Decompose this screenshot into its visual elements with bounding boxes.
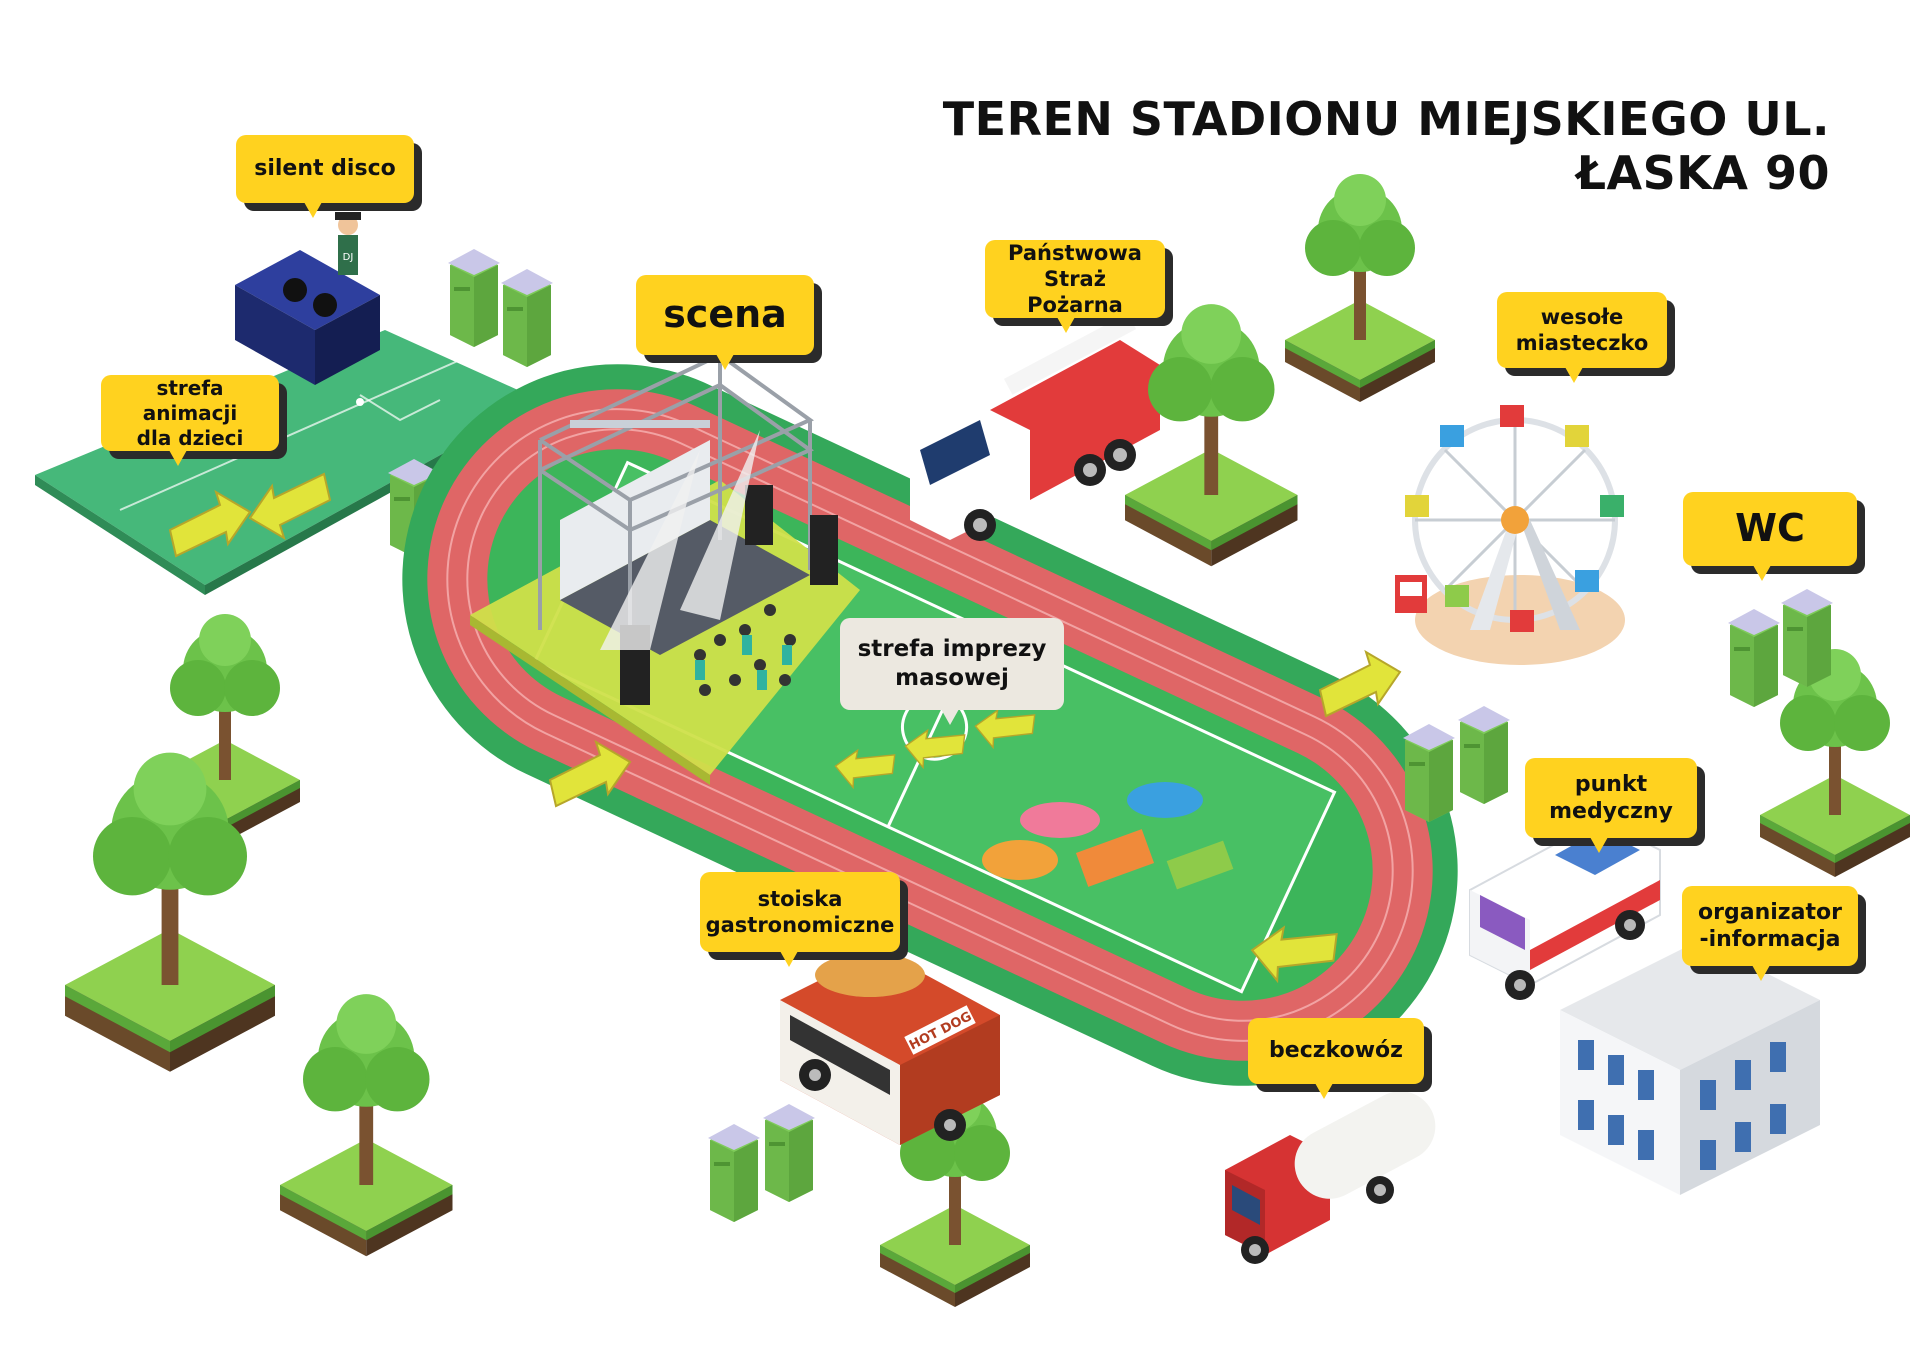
label-wc-text: WC — [1735, 506, 1805, 551]
portable-toilet-icon — [708, 1124, 760, 1222]
label-strefa-animacji-text: strefa animacji dla dzieci — [136, 375, 244, 450]
label-scena[interactable]: scena — [636, 275, 814, 370]
label-silent-disco-text: silent disco — [254, 156, 396, 182]
portable-toilet-icon — [1458, 706, 1510, 804]
tree-icon — [1760, 649, 1910, 877]
dj-badge: DJ — [343, 252, 354, 263]
tree-icon — [1125, 304, 1298, 567]
fire-truck-icon — [910, 313, 1160, 541]
label-straz-pozarna-text: Państwowa Straż Pożarna — [1008, 240, 1142, 318]
label-straz-pozarna[interactable]: Państwowa Straż Pożarna — [985, 240, 1165, 333]
ambulance-icon — [1469, 818, 1661, 1000]
portable-toilet-icon — [501, 269, 553, 367]
label-scena-text: scena — [663, 292, 787, 337]
label-wc[interactable]: WC — [1683, 492, 1857, 581]
label-punkt-medyczny-text: punkt medyczny — [1549, 771, 1673, 825]
label-wesole-miasteczko[interactable]: wesołe miasteczko — [1497, 292, 1667, 383]
ferris-wheel-icon — [1395, 405, 1625, 665]
relax-zone — [982, 782, 1234, 890]
label-strefa-imprezy[interactable]: strefa imprezy masowej — [840, 618, 1064, 725]
portable-toilet-icon — [1403, 724, 1455, 822]
building-icon — [1560, 940, 1820, 1195]
tree-icon — [280, 994, 453, 1257]
label-stoiska-gastronomiczne-text: stoiska gastronomiczne — [705, 886, 895, 937]
label-organizator[interactable]: organizator -informacja — [1682, 886, 1858, 981]
food-truck-icon: HOT DOG — [780, 950, 1000, 1145]
water-tanker-icon — [1225, 1091, 1436, 1264]
stage-icon — [538, 352, 838, 705]
tree-icon — [1285, 174, 1435, 402]
label-wesole-miasteczko-text: wesołe miasteczko — [1515, 304, 1649, 355]
label-beczkowoz[interactable]: beczkowóz — [1248, 1018, 1424, 1099]
page-title: TEREN STADIONU MIEJSKIEGO UL. ŁASKA 90 — [942, 92, 1830, 200]
label-stoiska-gastronomiczne[interactable]: stoiska gastronomiczne — [700, 872, 900, 967]
portable-toilet-icon — [448, 249, 500, 347]
portable-toilet-icon — [763, 1104, 815, 1202]
portable-toilet-icon — [1781, 589, 1833, 687]
label-strefa-imprezy-text: strefa imprezy masowej — [857, 636, 1047, 691]
label-beczkowoz-text: beczkowóz — [1269, 1038, 1403, 1064]
label-silent-disco[interactable]: silent disco — [236, 135, 414, 218]
label-organizator-text: organizator -informacja — [1698, 899, 1842, 953]
label-strefa-animacji[interactable]: strefa animacji dla dzieci — [101, 375, 279, 466]
label-punkt-medyczny[interactable]: punkt medyczny — [1525, 758, 1697, 853]
portable-toilet-icon — [1728, 609, 1780, 707]
